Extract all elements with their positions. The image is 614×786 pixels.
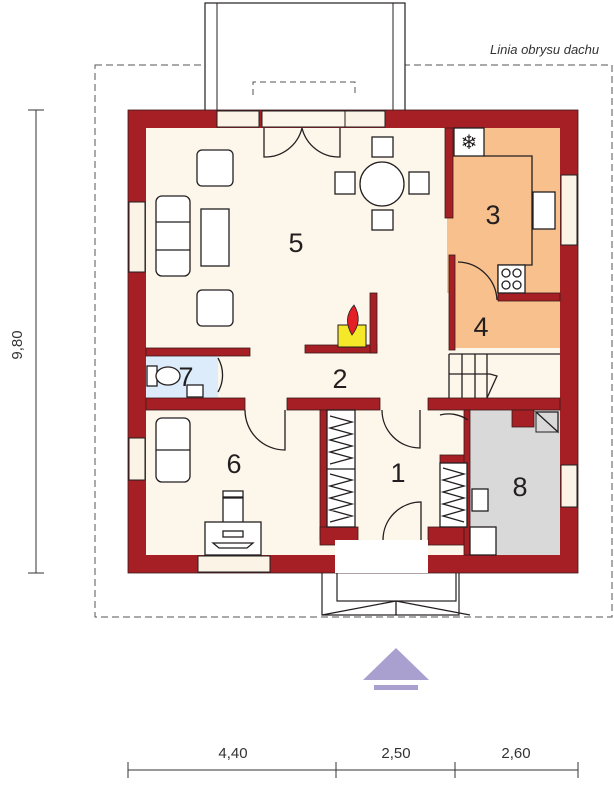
fireplace — [337, 304, 367, 348]
wardrobes — [326, 409, 468, 528]
width-dimension — [127, 762, 579, 778]
room-7-label: 7 — [178, 362, 193, 392]
terrace — [204, 2, 406, 114]
room-6-label: 6 — [226, 449, 241, 479]
room-2-label: 2 — [332, 364, 347, 394]
doors — [217, 127, 498, 541]
entrance-arrow-icon — [363, 648, 429, 690]
room-3-label: 3 — [485, 200, 500, 230]
room-4-floor — [455, 293, 560, 348]
roof-outline-label: Linia obrysu dachu — [490, 42, 599, 57]
stairs — [448, 353, 560, 399]
living-room-furniture — [155, 136, 430, 327]
width-dimension-2-label: 2,50 — [381, 745, 410, 762]
height-dimension — [28, 109, 44, 574]
windows — [128, 110, 578, 573]
room-5-label: 5 — [288, 228, 303, 258]
snowflake-icon: ❄ — [461, 132, 478, 154]
room-8-label: 8 — [512, 472, 527, 502]
width-dimension-3-label: 2,60 — [501, 745, 530, 762]
room-1-label: 1 — [390, 458, 405, 488]
utility-fittings — [469, 411, 559, 556]
kitchen-fittings: ❄ — [453, 127, 556, 294]
room-6-furniture — [155, 417, 262, 556]
width-dimension-1-label: 4,40 — [218, 745, 247, 762]
bathroom-fittings — [146, 365, 204, 398]
height-dimension-label: 9,80 — [9, 330, 26, 359]
room-4-label: 4 — [473, 312, 488, 342]
